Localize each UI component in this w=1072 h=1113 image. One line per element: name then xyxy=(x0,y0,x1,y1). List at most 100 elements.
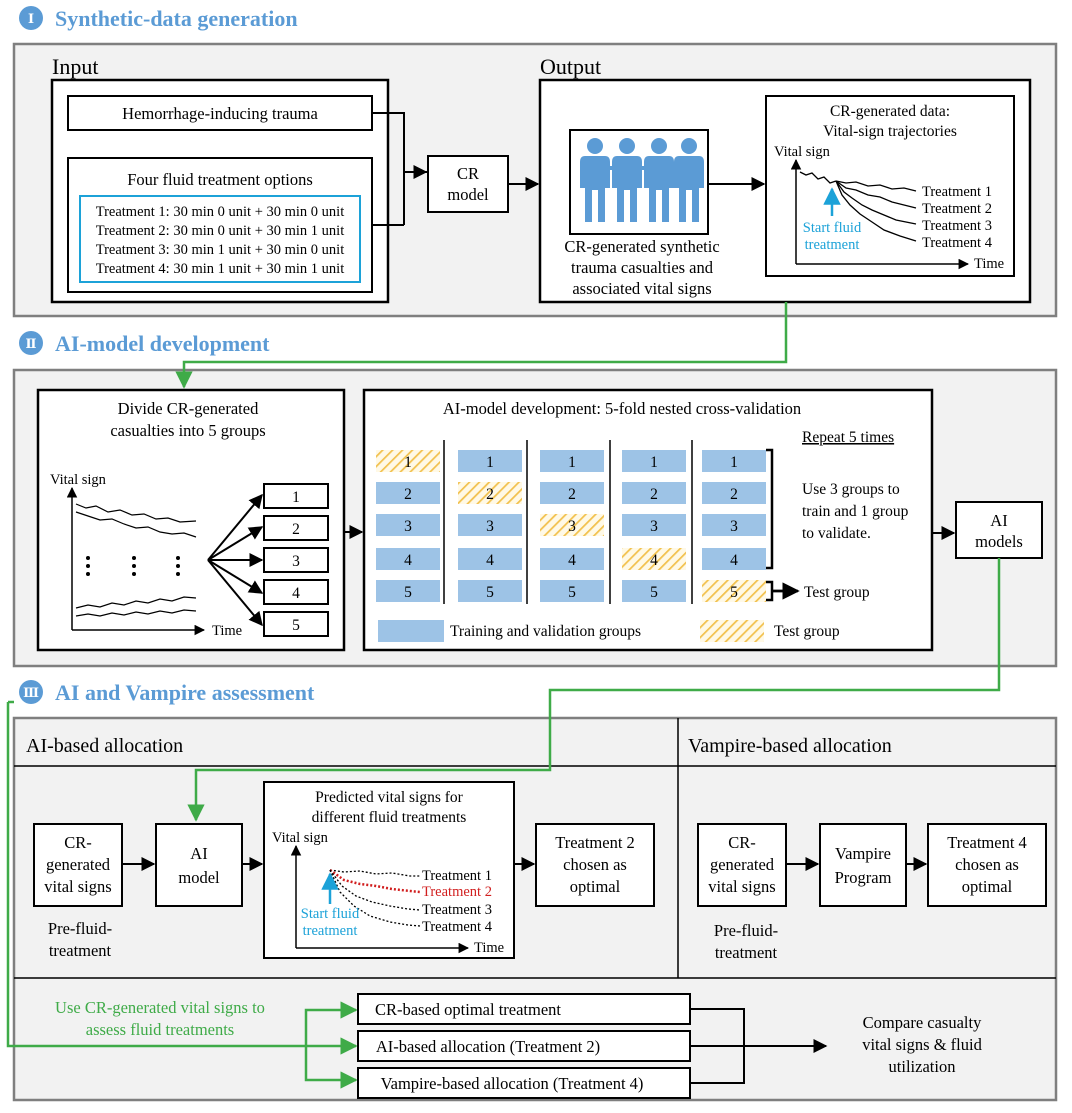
cv-cell-test xyxy=(622,548,686,570)
section-2-title: AI-model development xyxy=(55,331,270,356)
cv-cell-label: 3 xyxy=(730,518,738,535)
assess-arrow-cr xyxy=(304,1001,358,1046)
prediction-label-1: Treatment 1 xyxy=(422,868,492,884)
group-box-5 xyxy=(263,611,329,637)
legend-training-label: Training and validation groups xyxy=(450,623,641,640)
cv-cell-test xyxy=(458,482,522,504)
cv-cell-label: 5 xyxy=(486,584,494,601)
vampire-cr-vitals-line-2: generated xyxy=(710,855,775,874)
prediction-start-fluid-2: treatment xyxy=(303,923,358,939)
trajectory-xlabel: Time xyxy=(974,256,1004,272)
divide-title-1: Divide CR-generated xyxy=(118,399,259,418)
group-box-2 xyxy=(263,515,329,541)
section-3-title: AI and Vampire assessment xyxy=(55,680,315,705)
cv-cell-label: 4 xyxy=(730,552,738,569)
group-box-4 xyxy=(263,579,329,605)
start-fluid-line-1: Start fluid xyxy=(803,220,862,236)
cv-cell-label: 5 xyxy=(650,584,658,601)
ai-pre-fluid-line-1: Pre-fluid- xyxy=(48,919,112,938)
divide-ellipsis xyxy=(86,556,180,576)
cv-cell-label: 2 xyxy=(486,486,494,503)
cv-cell-training xyxy=(622,450,686,472)
divide-curve-bottom-2 xyxy=(75,609,197,617)
cv-cell-label: 4 xyxy=(568,552,576,569)
cv-cell-label: 1 xyxy=(568,454,576,471)
trajectory-label-2: Treatment 2 xyxy=(922,201,992,217)
vampire-program-line-2: Program xyxy=(835,868,892,887)
ai-allocation-heading: AI-based allocation xyxy=(26,735,183,757)
assess-note-2: assess fluid treatments xyxy=(86,1020,234,1039)
cv-cell-test xyxy=(702,580,766,602)
ai-pre-fluid-line-2: treatment xyxy=(49,941,112,960)
trajectory-title-1: CR-generated data: xyxy=(830,103,950,120)
compare-line-1: Compare casualty xyxy=(863,1013,982,1032)
prediction-title-2: different fluid treatments xyxy=(312,809,467,826)
group-label-4: 4 xyxy=(292,585,300,602)
prediction-box xyxy=(263,781,515,959)
prediction-curve-1 xyxy=(329,869,420,877)
section-1-badge xyxy=(19,6,43,30)
cv-cell-label: 5 xyxy=(568,584,576,601)
cv-cell-training xyxy=(458,514,522,536)
cv-cell-training xyxy=(702,514,766,536)
vampire-pre-fluid-line-1: Pre-fluid- xyxy=(714,921,778,940)
cv-cell-label: 3 xyxy=(486,518,494,535)
people-caption-1: CR-generated synthetic xyxy=(564,237,719,256)
divide-fan-arrows xyxy=(207,493,264,627)
hemorrhage-label: Hemorrhage-inducing trauma xyxy=(122,104,318,123)
vampire-choice-line-1: Treatment 4 xyxy=(947,833,1027,852)
casualties-icon xyxy=(580,138,704,222)
divide-curve-top-1 xyxy=(75,503,197,523)
assess-note-1: Use CR-generated vital signs to xyxy=(55,998,265,1017)
prediction-start-fluid-1: Start fluid xyxy=(301,906,360,922)
cv-cell-test xyxy=(540,514,604,536)
compare-line-3: utilization xyxy=(889,1057,956,1076)
ai-choice-line-2: chosen as xyxy=(563,855,627,874)
cv-cell-label: 3 xyxy=(404,518,412,535)
cv-cell-training xyxy=(622,580,686,602)
group-label-3: 3 xyxy=(292,553,300,570)
cv-cell-label: 4 xyxy=(650,552,658,569)
ai-cr-vitals-line-3: vital signs xyxy=(44,877,111,896)
ai-model-box xyxy=(155,823,243,907)
vampire-pre-fluid-line-2: treatment xyxy=(715,943,778,962)
divide-ylabel: Vital sign xyxy=(50,472,107,488)
use-groups-line-2: train and 1 group xyxy=(802,503,909,520)
vampire-allocation-heading: Vampire-based allocation xyxy=(688,735,892,757)
vampire-program-line-1: Vampire xyxy=(835,844,891,863)
section-3-header: Ⅲ AI and Vampire assessment xyxy=(19,680,315,705)
ai-choice-line-3: optimal xyxy=(570,877,621,896)
cv-cell-label: 1 xyxy=(486,454,494,471)
section-2-header: Ⅱ AI-model development xyxy=(19,331,270,356)
ai-models-line-2: models xyxy=(975,532,1023,551)
prediction-curve-4 xyxy=(329,869,421,927)
prediction-ylabel: Vital sign xyxy=(272,830,329,846)
group-label-1: 1 xyxy=(292,489,300,506)
section-3-numeral: Ⅲ xyxy=(23,685,39,700)
section-1-numeral: Ⅰ xyxy=(28,11,34,26)
legend-test-swatch xyxy=(700,620,764,642)
group-label-5: 5 xyxy=(292,617,300,634)
trajectory-label-3: Treatment 3 xyxy=(922,218,992,234)
ai-model-line-1: AI xyxy=(190,844,207,863)
prediction-xlabel: Time xyxy=(474,940,504,956)
section-1-header: Ⅰ Synthetic-data generation xyxy=(19,6,298,31)
divide-xlabel: Time xyxy=(212,623,242,639)
treatment-option-4: Treatment 4: 30 min 1 unit + 30 min 1 un… xyxy=(96,261,345,277)
section-2-numeral: Ⅱ xyxy=(26,336,37,351)
cv-cell-training xyxy=(540,450,604,472)
divide-title-2: casualties into 5 groups xyxy=(110,421,265,440)
cv-cell-training xyxy=(376,548,440,570)
cv-cell-training xyxy=(540,548,604,570)
vampire-cr-vitals-line-3: vital signs xyxy=(708,877,775,896)
divide-curve-top-2 xyxy=(75,511,197,538)
divide-curves xyxy=(75,503,197,617)
cv-cell-training xyxy=(376,514,440,536)
trajectory-box xyxy=(765,95,1015,277)
ai-based-box xyxy=(357,1030,691,1062)
prediction-label-3: Treatment 3 xyxy=(422,902,492,918)
ai-choice-line-1: Treatment 2 xyxy=(555,833,635,852)
repeat-bracket xyxy=(766,448,774,570)
